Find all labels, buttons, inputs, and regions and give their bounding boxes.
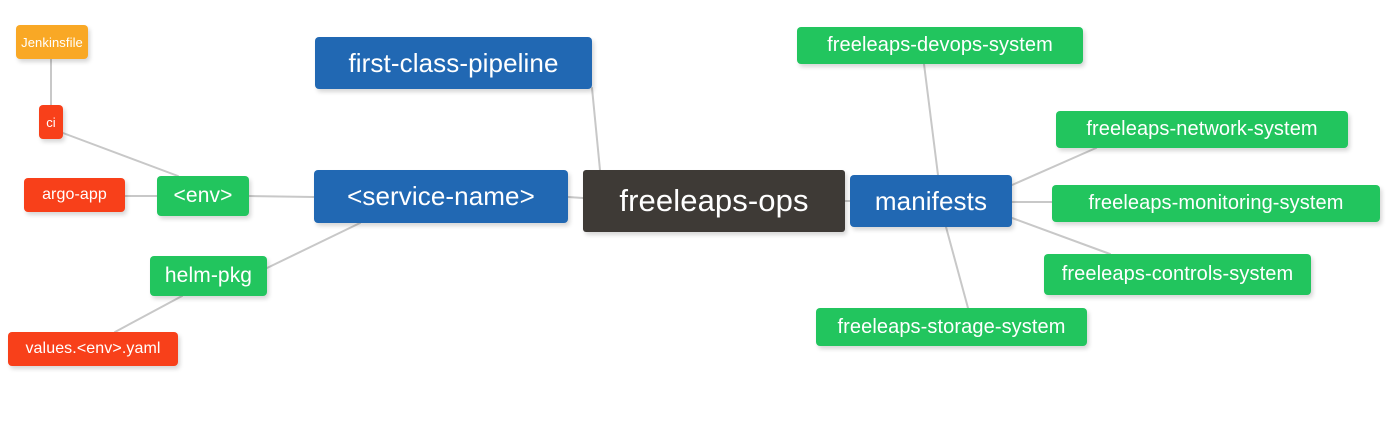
edge-manifests-to-devops [923,63,939,176]
node-pipeline[interactable]: first-class-pipeline [315,37,592,89]
node-ci[interactable]: ci [39,105,63,139]
edge-manifests-to-network [1011,147,1097,186]
node-helm[interactable]: helm-pkg [150,256,267,296]
node-root[interactable]: freeleaps-ops [583,170,845,232]
edge-root-to-pipeline [591,87,601,171]
node-jenkinsfile[interactable]: Jenkinsfile [16,25,88,59]
node-storage[interactable]: freeleaps-storage-system [816,308,1087,346]
node-service[interactable]: <service-name> [314,170,568,223]
node-monitoring[interactable]: freeleaps-monitoring-system [1052,185,1380,222]
node-env[interactable]: <env> [157,176,249,216]
edge-service-to-env [248,195,315,198]
node-manifests[interactable]: manifests [850,175,1012,227]
edge-manifests-to-controls [1011,217,1111,255]
node-network[interactable]: freeleaps-network-system [1056,111,1348,148]
edge-env-to-ci [62,132,179,177]
node-controls[interactable]: freeleaps-controls-system [1044,254,1311,295]
edge-manifests-to-storage [945,226,969,309]
node-values[interactable]: values.<env>.yaml [8,332,178,366]
node-devops[interactable]: freeleaps-devops-system [797,27,1083,64]
edge-root-to-service [567,196,584,199]
edge-helm-to-values [114,295,183,333]
edge-service-to-helm [266,222,361,269]
node-argo[interactable]: argo-app [24,178,125,212]
